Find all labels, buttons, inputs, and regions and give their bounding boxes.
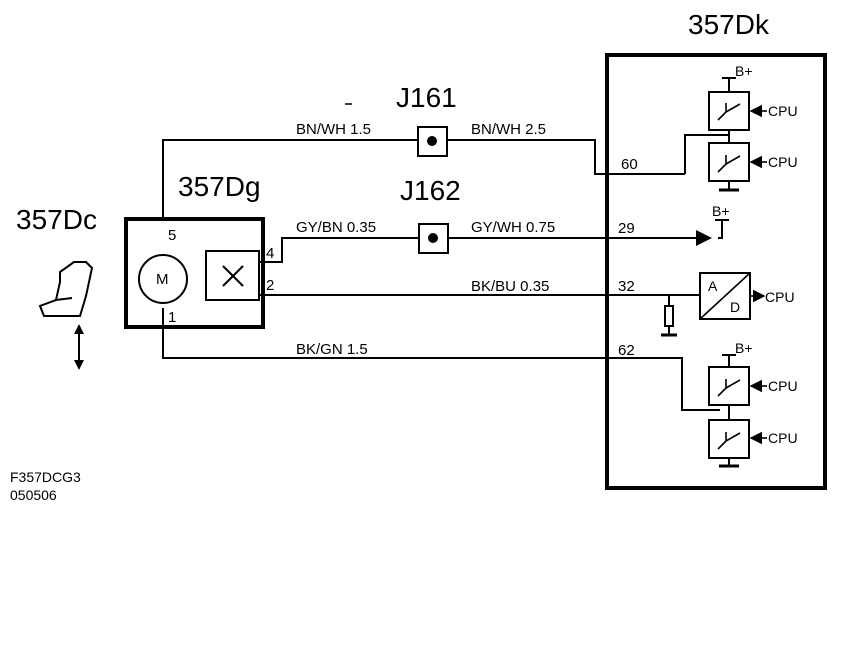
position-sensor-box xyxy=(205,250,260,301)
ad-converter-diagonal xyxy=(699,272,751,320)
dg-pin-1: 1 xyxy=(168,309,176,326)
dk-title: 357Dk xyxy=(688,9,770,40)
wire-gybn xyxy=(259,237,419,263)
dg-unit-box xyxy=(124,217,265,329)
lower-low-cpu-label: CPU xyxy=(768,430,798,446)
upper-bplus-label: B+ xyxy=(735,63,753,79)
ad-label-a: A xyxy=(708,278,718,294)
j161-connector xyxy=(417,126,448,157)
pin29-bplus-label: B+ xyxy=(712,203,730,219)
wire-gybn-label: GY/BN 0.35 xyxy=(296,219,376,236)
motor-label: M xyxy=(156,271,169,288)
dk-pin-32: 32 xyxy=(618,278,635,295)
upper-low-switch-glyph xyxy=(717,155,741,173)
dc-title: 357Dc xyxy=(16,204,97,235)
lower-high-cpu-label: CPU xyxy=(768,378,798,394)
lower-low-switch-glyph xyxy=(717,432,741,450)
lower-high-switch-glyph xyxy=(717,379,741,397)
wire-bnwh-right-label: BN/WH 2.5 xyxy=(471,121,546,138)
wire-bkbu-label: BK/BU 0.35 xyxy=(471,278,549,295)
wire-bnwh-left xyxy=(162,139,418,219)
dg-pin-2: 2 xyxy=(266,277,274,294)
dg-pin-5: 5 xyxy=(168,227,176,244)
upper-low-cpu-label: CPU xyxy=(768,154,798,170)
dk-pin-29: 29 xyxy=(618,220,635,237)
j162-dot xyxy=(428,233,438,243)
j162-label: J162 xyxy=(400,175,461,206)
upper-high-cpu-label: CPU xyxy=(768,103,798,119)
j161-label: J161 xyxy=(396,82,457,113)
dk-pin-60: 60 xyxy=(621,156,638,173)
wire-bnwh-left-label: BN/WH 1.5 xyxy=(296,121,371,138)
upper-high-switch-glyph xyxy=(717,103,741,121)
wire-bnwh-right xyxy=(447,139,685,175)
height-adjust-arrow-icon xyxy=(74,324,84,370)
motor-symbol xyxy=(138,254,188,304)
seat-icon xyxy=(38,261,94,317)
dg-title: 357Dg xyxy=(178,171,261,202)
dk-pin-62: 62 xyxy=(618,342,635,359)
pin29-pullup xyxy=(718,220,723,239)
lower-bplus-label: B+ xyxy=(735,340,753,356)
wire-bkgn-label: BK/GN 1.5 xyxy=(296,341,368,358)
wire-gywh-label: GY/WH 0.75 xyxy=(471,219,555,236)
figure-code: F357DCG3 xyxy=(10,469,81,485)
dk-module-box xyxy=(605,53,827,490)
pulldown-resistor xyxy=(664,305,674,327)
ad-label-d: D xyxy=(730,299,740,315)
ad-cpu-label: CPU xyxy=(765,289,795,305)
wire-bkgn xyxy=(162,308,720,411)
upper-tap-line xyxy=(684,134,729,174)
sensor-x-line-2 xyxy=(222,265,244,287)
j161-dot xyxy=(427,136,437,146)
figure-date: 050506 xyxy=(10,487,57,503)
dg-pin-4: 4 xyxy=(266,245,274,262)
